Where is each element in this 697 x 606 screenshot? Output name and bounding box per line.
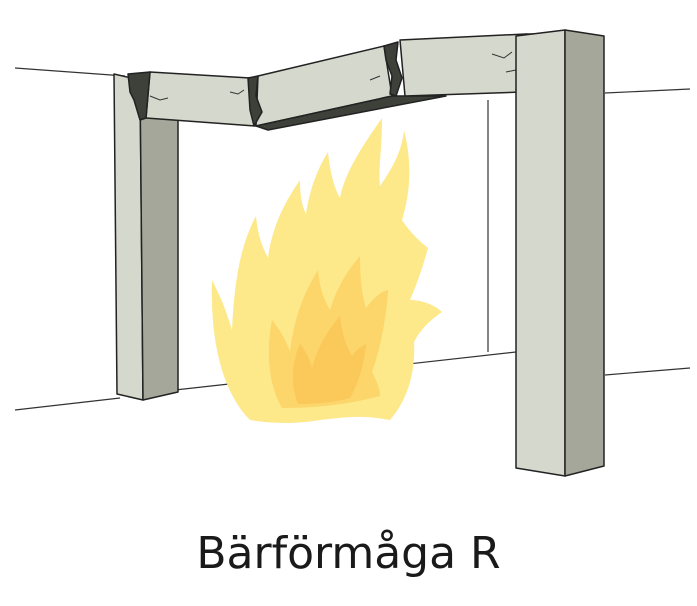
floor-line-left	[14, 397, 121, 411]
beam	[127, 33, 537, 131]
left-column	[113, 73, 179, 401]
right-column	[515, 29, 605, 477]
beam-segment-left-end	[127, 71, 151, 121]
crack-hairline-4	[491, 51, 513, 59]
crack-hairline-2	[229, 89, 245, 95]
right-column-side	[564, 29, 605, 477]
crack-hairline-1	[149, 95, 169, 101]
caption: Bärförmåga R	[196, 528, 501, 579]
ceiling-line-left	[14, 67, 126, 77]
crack-hairline-5	[505, 69, 517, 73]
beam-segment-middle-underside	[255, 95, 447, 131]
beam-segment-right	[399, 33, 527, 97]
beam-crack-middle	[383, 41, 403, 97]
beam-crack-left	[247, 75, 263, 127]
left-column-side	[139, 73, 179, 401]
fire	[211, 118, 442, 423]
left-column-front	[113, 73, 144, 401]
ceiling-line-right	[604, 88, 691, 94]
crack-hairlines	[149, 51, 517, 101]
right-column-front	[515, 29, 566, 477]
crack-hairline-3	[369, 75, 381, 81]
flame-core	[292, 316, 366, 404]
floor-line-right	[604, 367, 691, 376]
